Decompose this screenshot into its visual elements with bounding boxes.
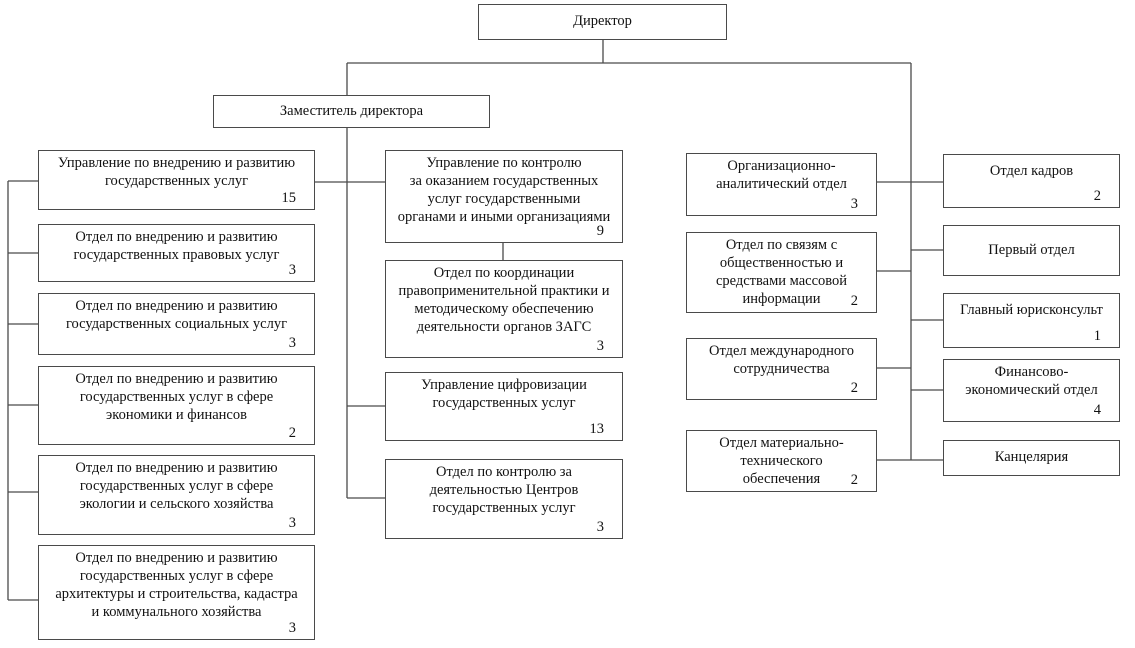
node-org-analytical-dept: Организационно- аналитический отдел 3 xyxy=(686,153,877,216)
org-node-count: 2 xyxy=(850,293,858,310)
org-node-label: Отдел кадров xyxy=(989,163,1074,179)
org-node-count: 3 xyxy=(288,335,296,352)
org-node-label: Отдел по внедрению и развитию государств… xyxy=(73,229,280,263)
org-node-label: Отдел по внедрению и развитию государств… xyxy=(75,371,278,423)
org-node-label: Управление цифровизации государственных … xyxy=(421,377,587,411)
node-social-services-dept: Отдел по внедрению и развитию государств… xyxy=(38,293,315,355)
node-economy-finance-services-dept: Отдел по внедрению и развитию государств… xyxy=(38,366,315,445)
org-node-count: 3 xyxy=(596,338,604,355)
org-node-label: Отдел материально- технического обеспече… xyxy=(719,435,844,487)
org-node-count: 4 xyxy=(1093,402,1101,419)
node-finance-economic-dept: Финансово- экономический отдел 4 xyxy=(943,359,1120,422)
node-digitalization-directorate: Управление цифровизации государственных … xyxy=(385,372,623,441)
org-node-count: 3 xyxy=(850,196,858,213)
node-international-cooperation-dept: Отдел международного сотрудничества 2 xyxy=(686,338,877,400)
org-node-count: 3 xyxy=(288,620,296,637)
node-ecology-agriculture-services-dept: Отдел по внедрению и развитию государств… xyxy=(38,455,315,535)
org-node-label: Первый отдел xyxy=(988,241,1075,258)
org-node-count: 3 xyxy=(596,519,604,536)
org-node-label: Директор xyxy=(573,13,632,30)
node-logistics-support-dept: Отдел материально- технического обеспече… xyxy=(686,430,877,492)
node-service-centers-control-dept: Отдел по контролю за деятельностью Центр… xyxy=(385,459,623,539)
node-hr-dept: Отдел кадров 2 xyxy=(943,154,1120,208)
org-node-label: Отдел по связям с общественностью и сред… xyxy=(715,237,848,307)
org-node-label: Отдел по контролю за деятельностью Центр… xyxy=(429,464,579,516)
node-architecture-construction-services-dept: Отдел по внедрению и развитию государств… xyxy=(38,545,315,640)
node-chancellery: Канцелярия xyxy=(943,440,1120,476)
org-node-count: 2 xyxy=(1093,188,1101,205)
node-director: Директор xyxy=(478,4,727,40)
org-node-label: Финансово- экономический отдел xyxy=(965,364,1098,398)
org-node-label: Отдел по внедрению и развитию государств… xyxy=(55,550,298,620)
org-node-label: Отдел по внедрению и развитию государств… xyxy=(65,298,288,332)
org-node-label: Управление по контролю за оказанием госу… xyxy=(397,155,611,225)
node-control-directorate: Управление по контролю за оказанием госу… xyxy=(385,150,623,243)
node-legal-services-dept: Отдел по внедрению и развитию государств… xyxy=(38,224,315,282)
org-node-label: Отдел по внедрению и развитию государств… xyxy=(75,460,278,512)
org-node-label: Заместитель директора xyxy=(279,102,424,119)
org-node-count: 15 xyxy=(281,190,297,207)
org-node-label: Отдел по координации правоприменительной… xyxy=(398,265,610,335)
node-chief-legal-counsel: Главный юрисконсульт 1 xyxy=(943,293,1120,348)
org-node-count: 1 xyxy=(1093,328,1101,345)
org-node-count: 2 xyxy=(850,380,858,397)
node-zags-coordination-dept: Отдел по координации правоприменительной… xyxy=(385,260,623,358)
org-node-label: Управление по внедрению и развитию госуд… xyxy=(57,155,296,189)
node-implementation-directorate: Управление по внедрению и развитию госуд… xyxy=(38,150,315,210)
org-node-count: 13 xyxy=(589,421,605,438)
org-node-count: 2 xyxy=(850,472,858,489)
node-first-dept: Первый отдел xyxy=(943,225,1120,276)
org-node-count: 3 xyxy=(288,515,296,532)
org-node-label: Главный юрисконсульт xyxy=(960,302,1103,318)
org-node-count: 9 xyxy=(596,223,604,240)
org-node-label: Организационно- аналитический отдел xyxy=(716,158,847,192)
node-public-relations-dept: Отдел по связям с общественностью и сред… xyxy=(686,232,877,313)
org-node-label: Отдел международного сотрудничества xyxy=(708,343,855,377)
org-node-label: Канцелярия xyxy=(994,449,1069,466)
node-deputy-director: Заместитель директора xyxy=(213,95,490,128)
org-node-count: 2 xyxy=(288,425,296,442)
org-node-count: 3 xyxy=(288,262,296,279)
